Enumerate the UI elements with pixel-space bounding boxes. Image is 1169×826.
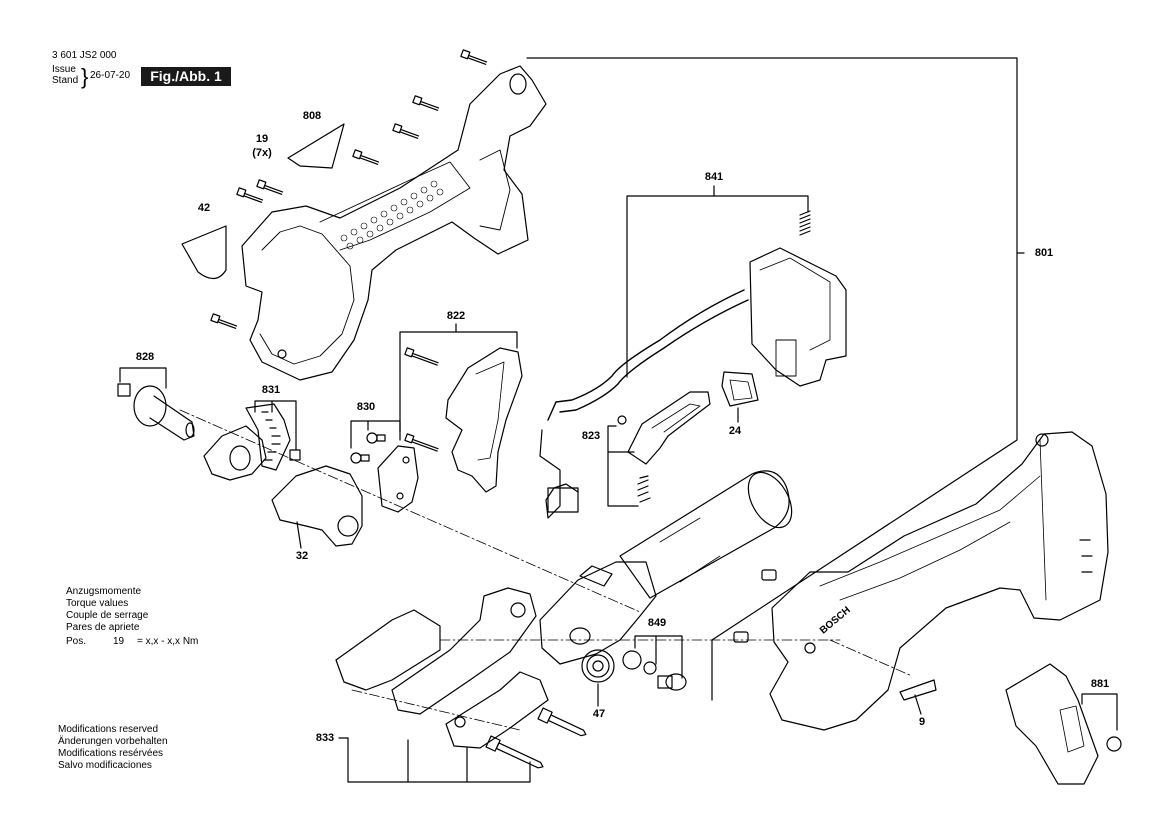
pin-828 bbox=[117, 383, 195, 441]
part-label-830: 830 bbox=[356, 401, 376, 413]
screws-19 bbox=[210, 49, 488, 329]
issue-date: 26-07-20 bbox=[90, 70, 131, 81]
label-9 bbox=[899, 679, 937, 701]
motor-tube bbox=[619, 470, 793, 599]
bracket-822 bbox=[399, 331, 518, 433]
part-label-24: 24 bbox=[728, 425, 742, 437]
bracket-823 bbox=[607, 425, 639, 507]
switch-unit-841 bbox=[539, 210, 847, 519]
part-label-42: 42 bbox=[197, 202, 211, 214]
part-label-19: 19 bbox=[255, 133, 269, 145]
bracket-828 bbox=[119, 367, 167, 389]
part-label-47: 47 bbox=[592, 708, 606, 720]
jaws-833 bbox=[335, 587, 587, 769]
bracket-849 bbox=[634, 635, 683, 679]
part-label-19-quantity: (7x) bbox=[252, 147, 272, 159]
torque-pos-number: 19 bbox=[113, 636, 125, 647]
belt-clip-881 bbox=[1005, 663, 1122, 785]
note-en: Modifications reserved bbox=[58, 724, 159, 735]
trigger-823 bbox=[617, 391, 711, 503]
part-label-823: 823 bbox=[581, 430, 601, 442]
gearhead bbox=[539, 561, 657, 665]
part-label-828: 828 bbox=[135, 351, 155, 363]
part-label-9: 9 bbox=[918, 716, 926, 728]
label-sheet-808 bbox=[287, 123, 345, 169]
part-label-808: 808 bbox=[302, 110, 322, 122]
gear-segment-831 bbox=[203, 403, 301, 481]
doc-number: 3 601 JS2 000 bbox=[52, 50, 117, 61]
torque-pos-value: = x,x - x,x Nm bbox=[137, 636, 199, 647]
torque-line-fr: Couple de serrage bbox=[66, 610, 149, 621]
housing-half-801 bbox=[241, 65, 547, 381]
part-label-831: 831 bbox=[261, 384, 281, 396]
figure-label: Fig./Abb. 1 bbox=[141, 67, 231, 86]
button-24 bbox=[721, 371, 759, 407]
bracket-841 bbox=[626, 185, 809, 378]
brace-icon: } bbox=[81, 64, 89, 89]
part-label-822: 822 bbox=[446, 310, 466, 322]
bracket-801 bbox=[526, 57, 1025, 701]
part-label-881: 881 bbox=[1090, 678, 1110, 690]
part-label-849: 849 bbox=[647, 617, 667, 629]
bracket-831 bbox=[254, 400, 297, 451]
note-es: Salvo modificaciones bbox=[58, 760, 152, 771]
torque-line-es: Pares de apriete bbox=[66, 622, 140, 633]
stand-label: Stand bbox=[52, 75, 79, 86]
bracket-830 bbox=[350, 420, 401, 449]
part-label-841: 841 bbox=[704, 171, 724, 183]
cover-plate-32 bbox=[271, 465, 363, 547]
label-sheet-42 bbox=[181, 225, 227, 280]
torque-line-de: Anzugsmomente bbox=[66, 586, 142, 597]
cover-822 bbox=[404, 347, 523, 493]
part-label-801: 801 bbox=[1034, 247, 1054, 259]
part-label-833: 833 bbox=[315, 732, 335, 744]
plug-right bbox=[761, 569, 777, 581]
gear-47 bbox=[581, 649, 642, 683]
part-label-32: 32 bbox=[295, 550, 309, 562]
plate-830 bbox=[350, 432, 419, 513]
main-housing bbox=[769, 431, 1109, 731]
screw-849 bbox=[643, 661, 687, 691]
torque-line-en: Torque values bbox=[66, 598, 129, 609]
plug-left bbox=[733, 631, 749, 643]
note-de: Änderungen vorbehalten bbox=[58, 736, 168, 747]
issue-label: Issue bbox=[52, 64, 76, 75]
bracket-833 bbox=[347, 737, 531, 783]
note-fr: Modifications resérvées bbox=[58, 748, 164, 759]
bracket-881 bbox=[1081, 693, 1118, 731]
leader-32 bbox=[296, 521, 302, 549]
leader-9 bbox=[914, 694, 922, 715]
torque-pos-label: Pos. bbox=[66, 636, 87, 647]
